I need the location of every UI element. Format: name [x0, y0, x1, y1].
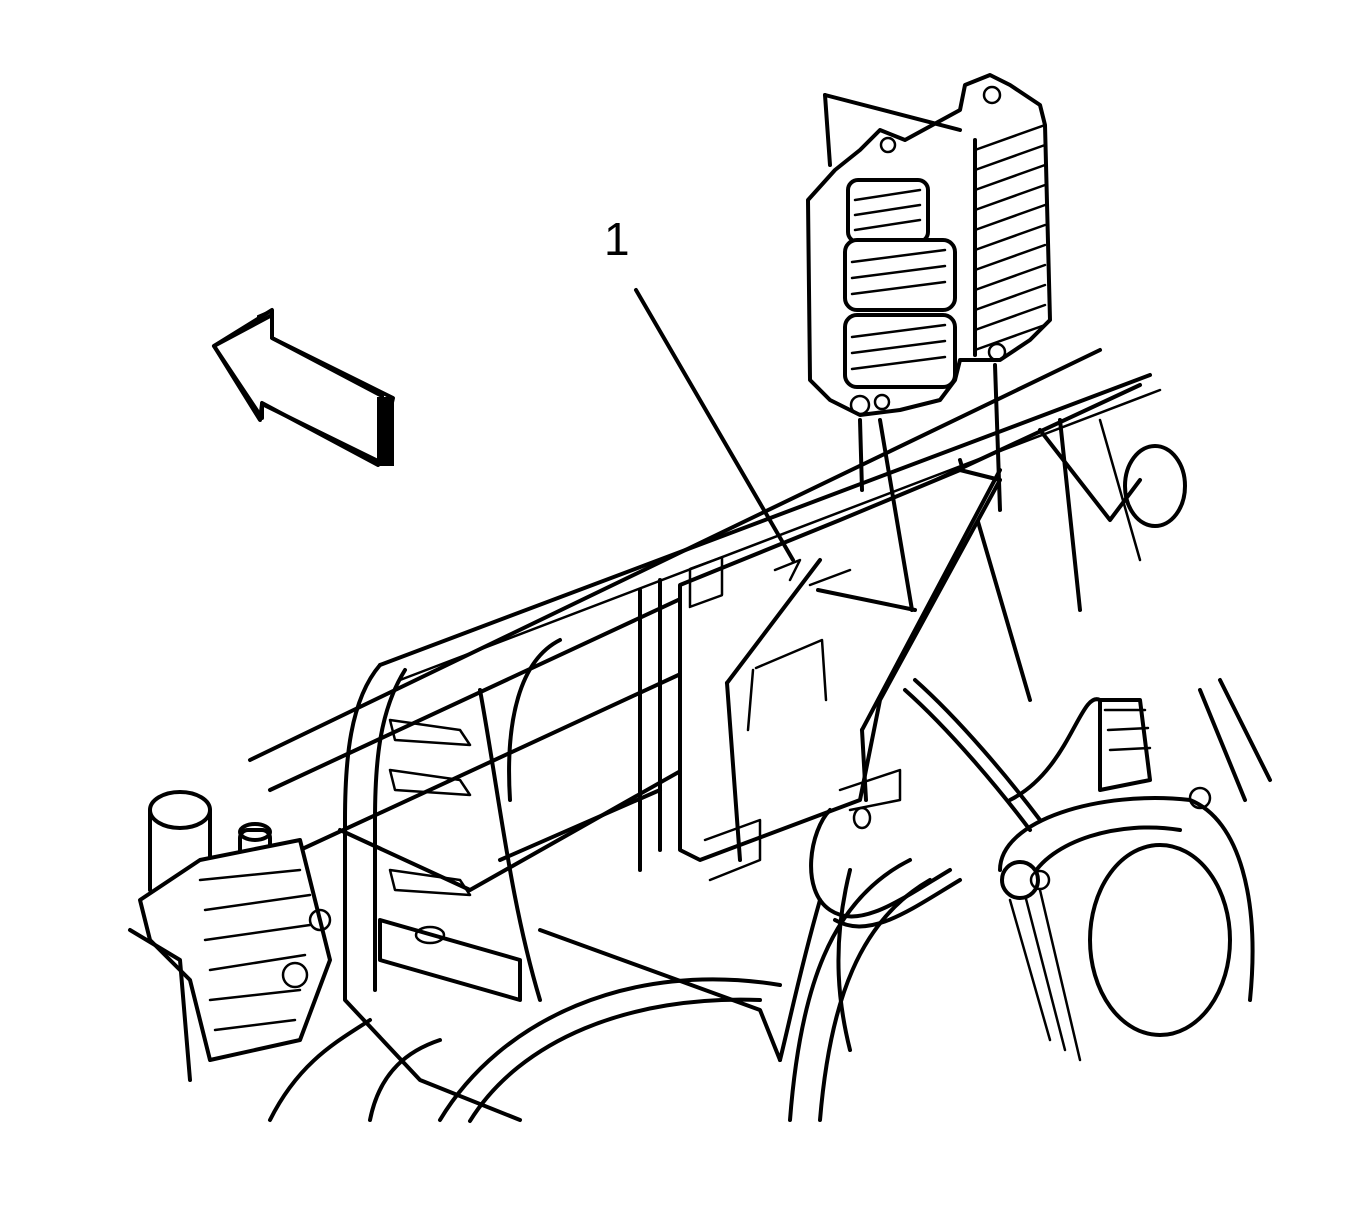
left-suspension — [128, 790, 332, 1082]
callout-leader-line — [634, 288, 795, 562]
right-wheel-assembly — [998, 678, 1272, 1062]
module-mounting-bracket — [678, 468, 1002, 882]
connector-middle — [843, 238, 957, 312]
heatsink-fins — [973, 123, 1047, 357]
front-direction-arrow-icon — [212, 308, 395, 467]
alignment-line — [858, 418, 864, 492]
connector-upper — [846, 178, 930, 244]
alignment-line — [993, 363, 1002, 512]
crossmember — [338, 578, 782, 1122]
lower-frame-arch — [268, 858, 932, 1123]
connector-lower — [843, 313, 957, 389]
callout-label-1: 1 — [604, 213, 630, 265]
control-module — [806, 73, 1052, 417]
alignment-line — [878, 418, 914, 612]
